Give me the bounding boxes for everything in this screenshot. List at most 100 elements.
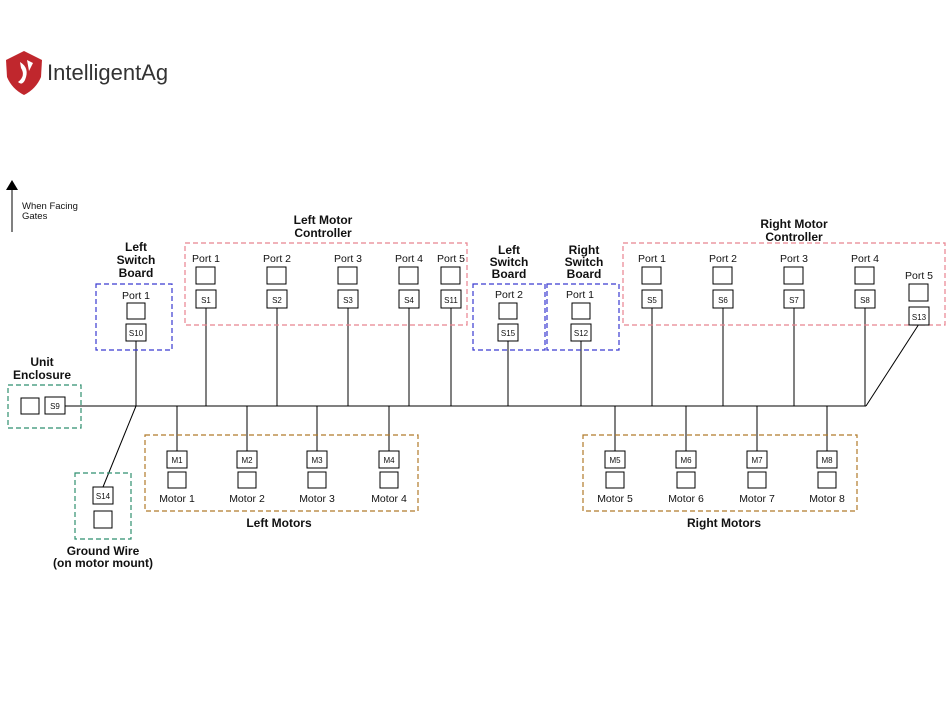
- motor-name-label: Motor 4: [371, 493, 407, 505]
- left-switch-board-b-border: [472, 283, 546, 351]
- orientation-indicator: When Facing Gates: [6, 180, 78, 232]
- port-box: [337, 266, 358, 285]
- left-switch-board-b-port: Port 2: [495, 289, 523, 301]
- left-switch-board-b: Left Switch Board Port 2 S15: [472, 243, 546, 351]
- left-switch-board-a: Left Switch Board Port 1 S10: [95, 240, 173, 351]
- port-label: Port 1: [192, 253, 220, 265]
- left-controller-port-5: Port 5 S11: [437, 253, 465, 309]
- sensor-label-s5: S5: [647, 296, 657, 305]
- unit-enclosure-border: [7, 384, 82, 429]
- motor-id-label: M2: [241, 456, 253, 465]
- right-switch-board-title-2: Switch: [565, 255, 604, 269]
- orientation-line1: When Facing: [22, 201, 78, 212]
- port-box: [266, 266, 287, 285]
- left-switch-board-a-port-box: [126, 302, 146, 320]
- motor-box: [817, 471, 837, 489]
- motor-box: [237, 471, 257, 489]
- right-switch-board-port: Port 1: [566, 289, 594, 301]
- right-switch-board-title-1: Right: [569, 243, 600, 257]
- motor-id-box: [746, 450, 768, 469]
- motor-name-label: Motor 2: [229, 493, 265, 505]
- right-switch-board: Right Switch Board Port 1 S12: [546, 243, 620, 351]
- right-switch-board-title-3: Board: [567, 267, 602, 281]
- right-controller-port-4: Port 4S8: [851, 253, 879, 309]
- unit-enclosure-sensor-box: [44, 396, 66, 415]
- port-label: Port 5: [437, 253, 465, 265]
- right-controller-border: [622, 242, 946, 326]
- left-controller-port-3: Port 3S3: [334, 253, 362, 309]
- sensor-label-s10: S10: [129, 329, 144, 338]
- right-switch-board-port-box: [571, 302, 591, 320]
- sensor-box: [783, 289, 805, 309]
- sensor-label-s14: S14: [96, 492, 111, 501]
- left-motors-border: [144, 434, 419, 512]
- left-switch-board-a-border: [95, 283, 173, 351]
- motor-name-label: Motor 3: [299, 493, 335, 505]
- s13-wire: [865, 323, 920, 407]
- motor-id-box: [306, 450, 328, 469]
- right-switch-board-sensor-box: [570, 323, 592, 342]
- port-box: [854, 266, 875, 285]
- unit-enclosure-title-1: Unit: [30, 355, 53, 369]
- motor-name-label: Motor 7: [739, 493, 775, 505]
- motor-name-label: Motor 6: [668, 493, 704, 505]
- motor-id-box: [604, 450, 626, 469]
- unit-enclosure-port-box: [20, 397, 40, 415]
- sensor-label-s3: S3: [343, 296, 353, 305]
- left-controller-title-2: Controller: [294, 226, 352, 240]
- motor-id-label: M1: [171, 456, 183, 465]
- left-motors-title: Left Motors: [246, 516, 312, 530]
- motor-id-label: M3: [311, 456, 323, 465]
- sensor-label-s11: S11: [444, 296, 458, 305]
- port-label: Port 4: [851, 253, 879, 265]
- bus-wiring: [65, 308, 920, 488]
- sensor-label-s1: S1: [201, 296, 211, 305]
- motor-id-label: M6: [680, 456, 692, 465]
- unit-enclosure: Unit Enclosure S9: [7, 355, 82, 429]
- port-box: [195, 266, 216, 285]
- unit-enclosure-title-2: Enclosure: [13, 368, 71, 382]
- left-switch-board-a-port: Port 1: [122, 290, 150, 302]
- sensor-label-s15: S15: [501, 329, 516, 338]
- left-switch-board-a-title-3: Board: [119, 266, 154, 280]
- port-label: Port 2: [263, 253, 291, 265]
- left-controller-port-2: Port 2S2: [263, 253, 291, 309]
- right-motors-title: Right Motors: [687, 516, 761, 530]
- sensor-label-s9: S9: [50, 402, 60, 411]
- port-label: Port 1: [638, 253, 666, 265]
- right-motors-border: [582, 434, 858, 512]
- sensor-box: [440, 289, 462, 309]
- brand-name: IntelligentAg: [47, 60, 168, 85]
- port-box: [398, 266, 419, 285]
- port-box: [440, 266, 461, 285]
- motor-name-label: Motor 1: [159, 493, 195, 505]
- port-label: Port 3: [780, 253, 808, 265]
- left-controller-title: Left Motor: [294, 213, 353, 227]
- motor-id-label: M5: [609, 456, 621, 465]
- left-switch-board-a-title-1: Left: [125, 240, 147, 254]
- sensor-box: [398, 289, 420, 309]
- port-box: [783, 266, 804, 285]
- left-switch-board-a-sensor-box: [125, 323, 147, 342]
- motor-id-box: [378, 450, 400, 469]
- ground-wire-sensor-box: [92, 486, 114, 505]
- sensor-box: [712, 289, 734, 309]
- motor-name-label: Motor 8: [809, 493, 845, 505]
- logo: IntelligentAg: [6, 51, 168, 95]
- logo-flame-icon: [18, 60, 33, 84]
- motor-box: [676, 471, 696, 489]
- right-controller-port-3: Port 3S7: [780, 253, 808, 309]
- port-box: [641, 266, 662, 285]
- right-controller-port-2: Port 2S6: [709, 253, 737, 309]
- port-label: Port 4: [395, 253, 423, 265]
